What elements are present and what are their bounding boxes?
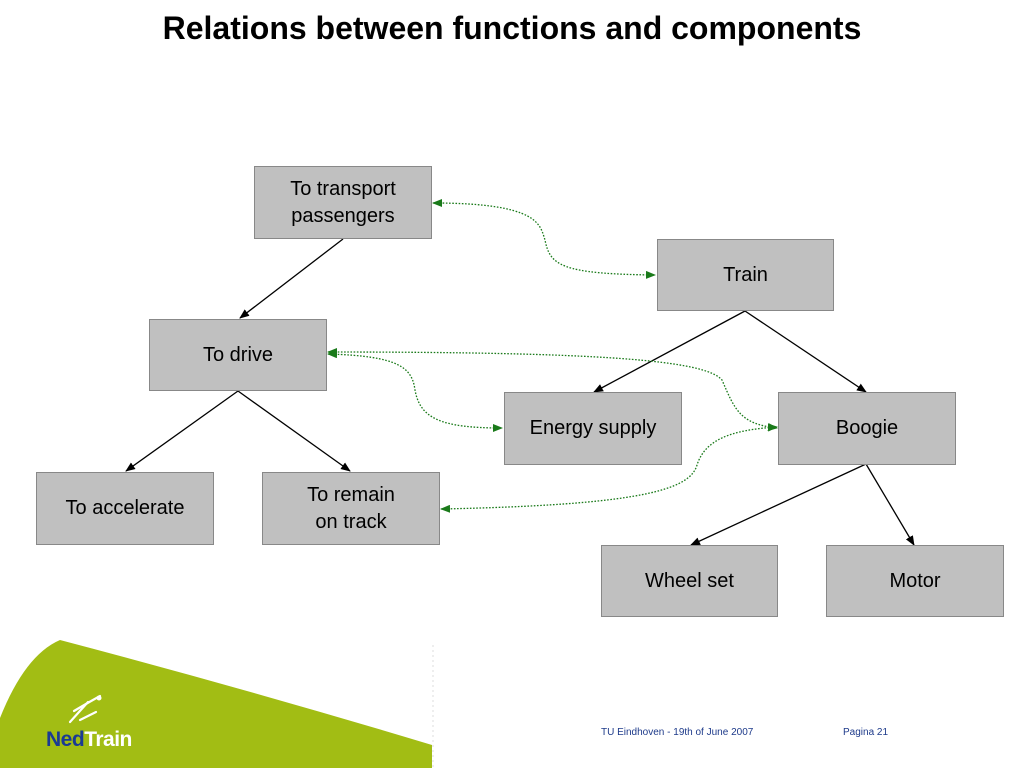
node-label: Wheel set bbox=[645, 569, 734, 592]
edge-boogie-wheelset bbox=[690, 463, 867, 546]
edge-transport-drive bbox=[239, 238, 344, 319]
node-wheel-set: Wheel set bbox=[601, 545, 778, 617]
node-to-accelerate: To accelerate bbox=[36, 472, 214, 545]
node-energy-supply: Energy supply bbox=[504, 392, 682, 465]
node-to-remain-on-track: To remain on track bbox=[262, 472, 440, 545]
node-label: To accelerate bbox=[65, 497, 185, 519]
edge-boogie-motor bbox=[865, 463, 915, 546]
page-title: Relations between functions and componen… bbox=[162, 10, 862, 46]
node-motor: Motor bbox=[826, 545, 1004, 617]
logo-part-train: Train bbox=[84, 728, 132, 751]
relation-remain-boogie bbox=[440, 423, 778, 513]
logo-part-ned: Ned bbox=[46, 728, 85, 751]
node-boogie: Boogie bbox=[778, 392, 956, 465]
edge-drive-remain bbox=[237, 390, 351, 472]
node-label: Train bbox=[723, 263, 768, 286]
node-label: To remain on track bbox=[307, 483, 395, 533]
node-label: Motor bbox=[889, 569, 941, 592]
edge-train-boogie bbox=[744, 310, 867, 393]
logo-wordmark: NedTrain bbox=[46, 728, 132, 752]
node-to-transport-passengers: To transport passengers bbox=[254, 166, 432, 239]
edge-drive-accelerate bbox=[125, 390, 239, 472]
node-train: Train bbox=[657, 239, 834, 311]
node-label: To transport passengers bbox=[290, 177, 396, 227]
node-label: To drive bbox=[202, 343, 274, 366]
footer-page-number: Pagina 21 bbox=[843, 727, 889, 738]
node-label: Boogie bbox=[835, 417, 899, 439]
footer-event: TU Eindhoven - 19th of June 2007 bbox=[601, 727, 754, 738]
node-label: Energy supply bbox=[529, 417, 657, 439]
node-to-drive: To drive bbox=[149, 319, 327, 391]
